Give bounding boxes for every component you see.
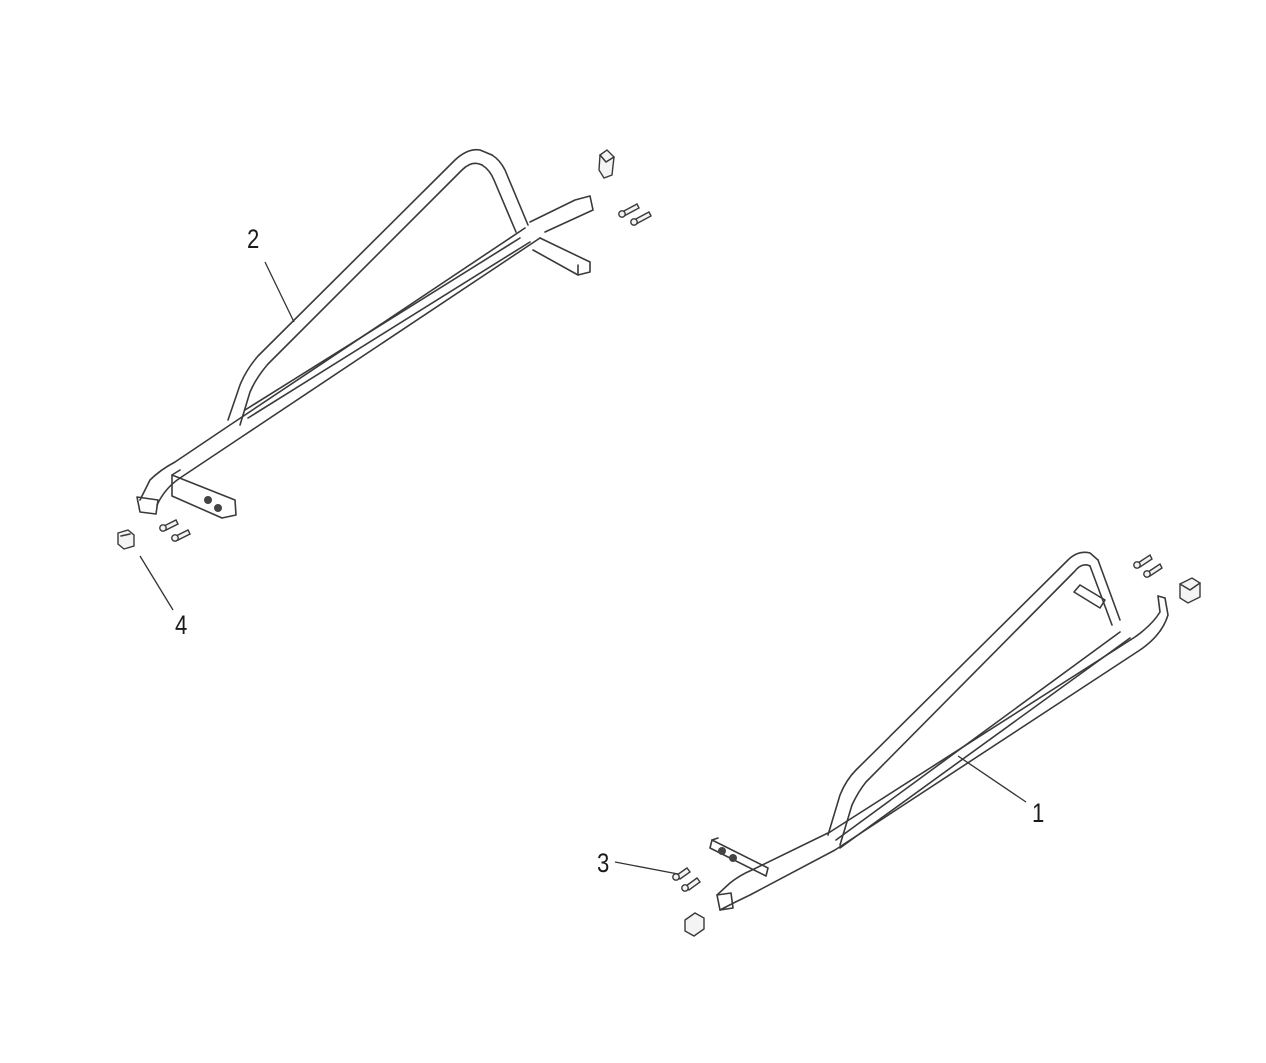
end-cap-lower [684, 912, 705, 937]
mount-hole-icon [729, 854, 737, 862]
bolts-lower-left [159, 519, 191, 542]
bolts-part-3 [672, 867, 701, 892]
leader-line-2 [264, 261, 295, 323]
mount-hole-icon [718, 847, 726, 855]
callout-label-part-1: 1 [1032, 798, 1045, 828]
end-cap-part-4 [117, 529, 135, 550]
bolts-upper [618, 203, 652, 226]
leader-line-4 [139, 555, 174, 611]
leader-line-3 [614, 861, 679, 875]
mount-hole-icon [214, 504, 222, 512]
callout-label-part-3: 3 [597, 848, 610, 878]
end-cap-right [1179, 577, 1201, 604]
callout-label-part-2: 2 [247, 224, 260, 254]
end-cap-upper [598, 149, 615, 179]
mount-hole-icon [204, 496, 212, 504]
part-1-frame [709, 551, 1169, 911]
callout-label-part-4: 4 [175, 610, 188, 640]
part-2-frame [136, 148, 594, 519]
leader-line-1 [957, 755, 1027, 803]
bolts-upper-right [1133, 553, 1163, 578]
